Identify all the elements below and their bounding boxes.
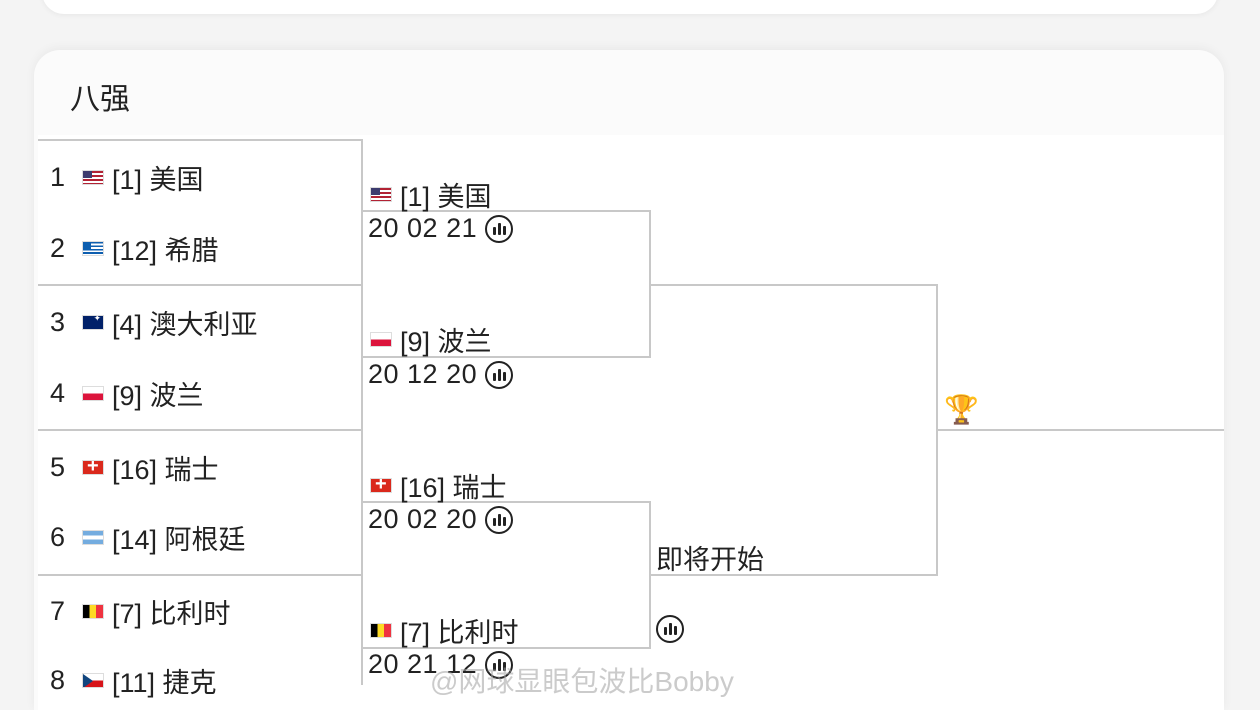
stats-icon[interactable] xyxy=(485,360,514,389)
seed-number: 1 xyxy=(50,161,66,192)
team-name: [16] 瑞士 xyxy=(400,473,507,503)
first-round-entry[interactable]: 4 [9] 波兰 xyxy=(50,373,204,413)
team-name: [7] 比利时 xyxy=(112,598,231,629)
seed-number: 3 xyxy=(50,306,66,337)
team-name: [12] 希腊 xyxy=(112,235,219,266)
greece-flag-icon xyxy=(82,240,104,256)
score-value: 20 21 12 xyxy=(368,649,478,679)
bracket-area xyxy=(38,135,1224,710)
score-value: 20 02 21 xyxy=(368,213,478,243)
first-round-entry[interactable]: 8 [11] 捷克 xyxy=(50,660,217,700)
belgium-flag-icon xyxy=(370,623,392,638)
seed-number: 8 xyxy=(50,664,66,695)
quarterfinal-card: 八强 xyxy=(34,50,1224,710)
switzerland-flag-icon xyxy=(370,478,392,493)
seed-number: 5 xyxy=(50,451,66,482)
stats-icon[interactable] xyxy=(485,505,514,534)
team-name: [4] 澳大利亚 xyxy=(112,309,258,340)
stats-icon[interactable] xyxy=(656,615,684,643)
stats-icon[interactable] xyxy=(485,650,514,679)
trophy-icon: 🏆 xyxy=(944,394,979,425)
semifinal-team[interactable]: [1] 美国 xyxy=(370,175,492,214)
match-score: 20 12 20 xyxy=(368,359,514,390)
match-score: 20 02 21 xyxy=(368,213,514,244)
seed-number: 6 xyxy=(50,521,66,552)
match-score: 20 21 12 xyxy=(368,649,514,680)
poland-flag-icon xyxy=(370,332,392,347)
us-flag-icon xyxy=(370,187,392,202)
first-round-entry[interactable]: 1 [1] 美国 xyxy=(50,157,204,197)
watermark: @网球显眼包波比Bobby xyxy=(430,666,734,697)
team-name: [9] 波兰 xyxy=(400,327,492,357)
team-name: [1] 美国 xyxy=(112,164,204,195)
team-name: [7] 比利时 xyxy=(400,618,519,648)
belgium-flag-icon xyxy=(82,603,104,619)
first-round-entry[interactable]: 6 [14] 阿根廷 xyxy=(50,517,246,557)
seed-number: 7 xyxy=(50,595,66,626)
australia-flag-icon xyxy=(82,314,104,330)
section-title: 八强 xyxy=(70,83,130,116)
match-score: 20 02 20 xyxy=(368,504,514,535)
first-round-entry[interactable]: 2 [12] 希腊 xyxy=(50,228,219,268)
team-name: [9] 波兰 xyxy=(112,380,204,411)
score-value: 20 12 20 xyxy=(368,359,478,389)
first-round-entry[interactable]: 7 [7] 比利时 xyxy=(50,591,231,631)
semifinal-team[interactable]: [16] 瑞士 xyxy=(370,466,507,505)
score-value: 20 02 20 xyxy=(368,504,478,534)
team-name: [16] 瑞士 xyxy=(112,454,219,485)
argentina-flag-icon xyxy=(82,529,104,545)
final-status: 即将开始 xyxy=(656,545,764,575)
seed-number: 4 xyxy=(50,377,66,408)
us-flag-icon xyxy=(82,169,104,185)
seed-number: 2 xyxy=(50,232,66,263)
previous-card xyxy=(42,0,1218,14)
semifinal-team[interactable]: [7] 比利时 xyxy=(370,611,519,650)
semifinal-team[interactable]: [9] 波兰 xyxy=(370,320,492,359)
team-name: [1] 美国 xyxy=(400,182,492,212)
stats-icon[interactable] xyxy=(485,214,514,243)
switzerland-flag-icon xyxy=(82,459,104,475)
poland-flag-icon xyxy=(82,385,104,401)
first-round-entry[interactable]: 5 [16] 瑞士 xyxy=(50,447,219,487)
team-name: [11] 捷克 xyxy=(112,667,217,698)
team-name: [14] 阿根廷 xyxy=(112,524,246,555)
czech-flag-icon xyxy=(82,672,104,688)
first-round-entry[interactable]: 3 [4] 澳大利亚 xyxy=(50,302,258,342)
